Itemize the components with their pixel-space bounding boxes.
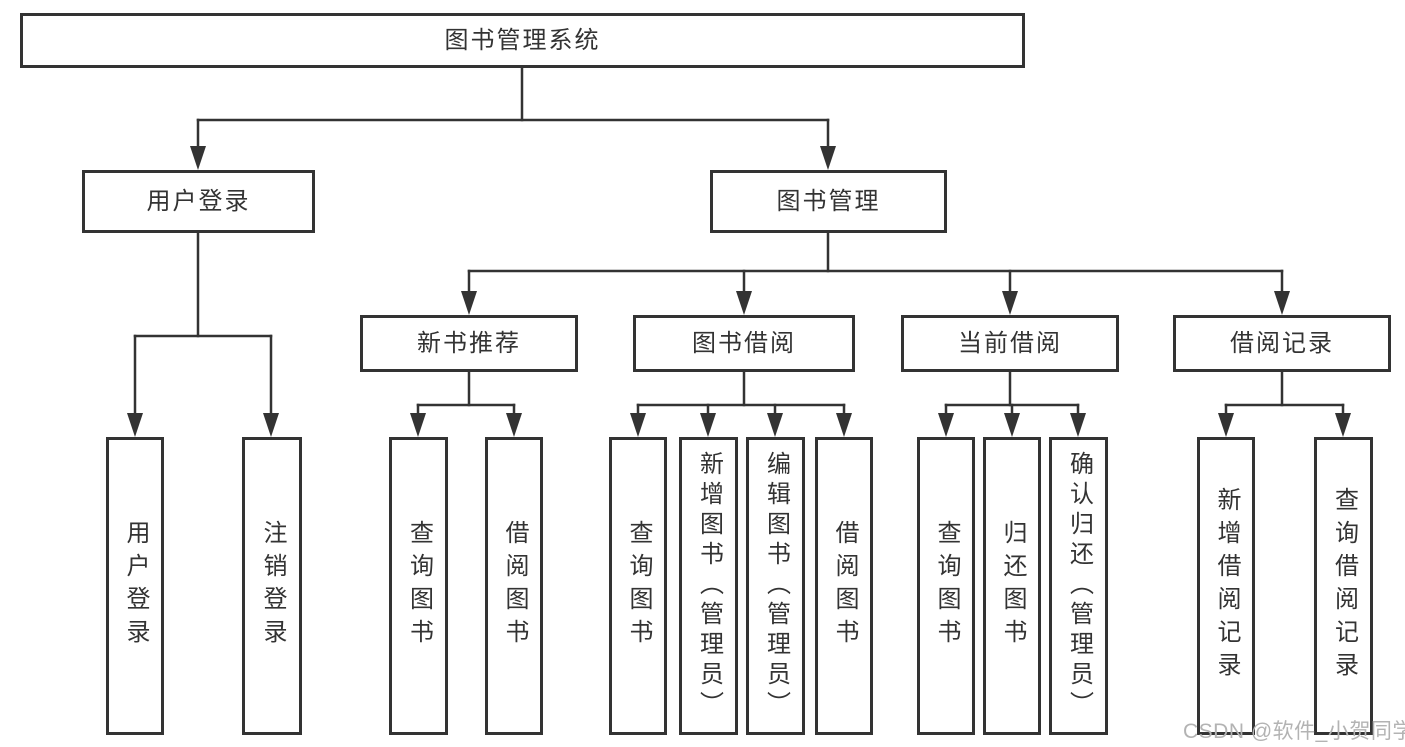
- diagram-node-root: 图书管理系统: [20, 13, 1025, 68]
- diagram-node-nb-query-books: 查询图书: [389, 437, 448, 735]
- diagram-node-logout: 注销登录: [242, 437, 302, 735]
- csdn-watermark: CSDN @软件_小贺同学: [1183, 720, 1405, 743]
- diagram-node-bb-add-books-admin: 新增图书（管理员）: [679, 437, 738, 735]
- diagram-node-book-management: 图书管理: [710, 170, 947, 233]
- diagram-node-user-login-leaf: 用户登录: [106, 437, 164, 735]
- diagram-node-new-book-recommendation: 新书推荐: [360, 315, 578, 372]
- diagram-node-bb-borrow-books: 借阅图书: [815, 437, 873, 735]
- diagram-node-bb-edit-books-admin: 编辑图书（管理员）: [746, 437, 805, 735]
- diagram-node-cb-query-books: 查询图书: [917, 437, 975, 735]
- diagram-node-cb-confirm-return-admin: 确认归还（管理员）: [1049, 437, 1108, 735]
- diagram-node-br-query-record: 查询借阅记录: [1314, 437, 1373, 735]
- diagram-node-bb-query-books: 查询图书: [609, 437, 667, 735]
- diagram-node-nb-borrow-books: 借阅图书: [485, 437, 543, 735]
- diagram-node-book-borrowing: 图书借阅: [633, 315, 855, 372]
- diagram-node-br-add-record: 新增借阅记录: [1197, 437, 1255, 735]
- diagram-node-cb-return-books: 归还图书: [983, 437, 1041, 735]
- diagram-node-user-login: 用户登录: [82, 170, 315, 233]
- diagram-node-current-borrowing: 当前借阅: [901, 315, 1119, 372]
- diagram-node-borrowing-records: 借阅记录: [1173, 315, 1391, 372]
